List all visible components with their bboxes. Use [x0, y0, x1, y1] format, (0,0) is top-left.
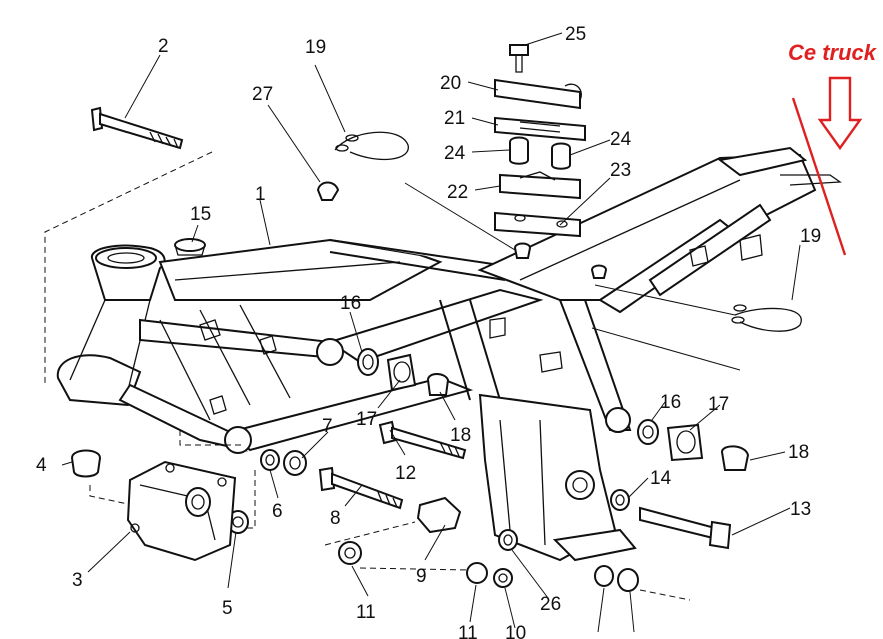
label-part-24-right: 24: [610, 129, 632, 150]
label-part-26: 26: [540, 594, 561, 615]
annotation-text: Ce truck: [788, 40, 878, 65]
label-part-2: 2: [158, 36, 169, 57]
label-part-10: 10: [505, 623, 526, 639]
label-part-14: 14: [650, 468, 672, 489]
part-number-labels: 2 19 27 1 15 16 17 18 12 7 6 8 5 3 4 11 …: [36, 24, 821, 639]
block-part-9: [416, 496, 462, 534]
label-part-23: 23: [610, 160, 631, 181]
label-part-7: 7: [322, 416, 333, 437]
label-part-17-right: 17: [708, 394, 729, 415]
label-part-20: 20: [440, 73, 461, 94]
bracket-part-3: [126, 460, 237, 562]
label-part-11-left: 11: [356, 602, 376, 623]
label-part-3: 3: [72, 570, 83, 591]
label-part-17-left: 17: [356, 409, 377, 430]
label-part-12: 12: [395, 463, 416, 484]
bolt-part-13: [639, 506, 732, 550]
cap-part-4: [70, 449, 102, 478]
bolt-part-2: [90, 106, 184, 150]
label-part-6: 6: [272, 501, 283, 522]
clip-part-27: [316, 181, 340, 201]
pivot-right-hardware: [637, 419, 750, 471]
bolt-part-8: [318, 466, 404, 510]
label-part-5: 5: [222, 598, 233, 619]
cable-part-19-top: [334, 131, 409, 161]
red-annotation: Ce truck: [788, 40, 878, 256]
label-part-19-top: 19: [305, 37, 326, 58]
label-part-21: 21: [444, 108, 465, 129]
label-part-9: 9: [416, 566, 427, 587]
motorcycle-frame: [56, 146, 842, 562]
label-part-27: 27: [252, 84, 273, 105]
label-part-4: 4: [36, 455, 47, 476]
washer-part-14: [610, 489, 630, 511]
label-part-16-left: 16: [340, 293, 361, 314]
cable-part-19-right: [731, 304, 802, 332]
label-part-11-bottom: 11: [458, 623, 478, 639]
label-part-16-right: 16: [660, 392, 681, 413]
cap-part-15: [174, 238, 206, 256]
label-part-25: 25: [565, 24, 586, 45]
assembly-dashed-lines: [44, 151, 691, 601]
leader-lines: [61, 32, 801, 633]
seat-mount-stack: [494, 44, 608, 279]
red-arrow: [817, 76, 863, 151]
label-part-18-left: 18: [450, 425, 471, 446]
label-part-18-right: 18: [788, 442, 809, 463]
pivot-left-hardware: [357, 348, 450, 396]
label-part-13: 13: [790, 499, 811, 520]
label-part-15: 15: [190, 204, 211, 225]
label-part-8: 8: [330, 508, 341, 529]
label-part-19-right: 19: [800, 226, 821, 247]
red-slash-line: [791, 97, 847, 256]
label-part-24-left: 24: [444, 143, 466, 164]
exploded-parts: [70, 44, 802, 592]
small-hardware: [227, 449, 639, 592]
label-part-1: 1: [255, 184, 266, 205]
label-part-22: 22: [447, 182, 468, 203]
